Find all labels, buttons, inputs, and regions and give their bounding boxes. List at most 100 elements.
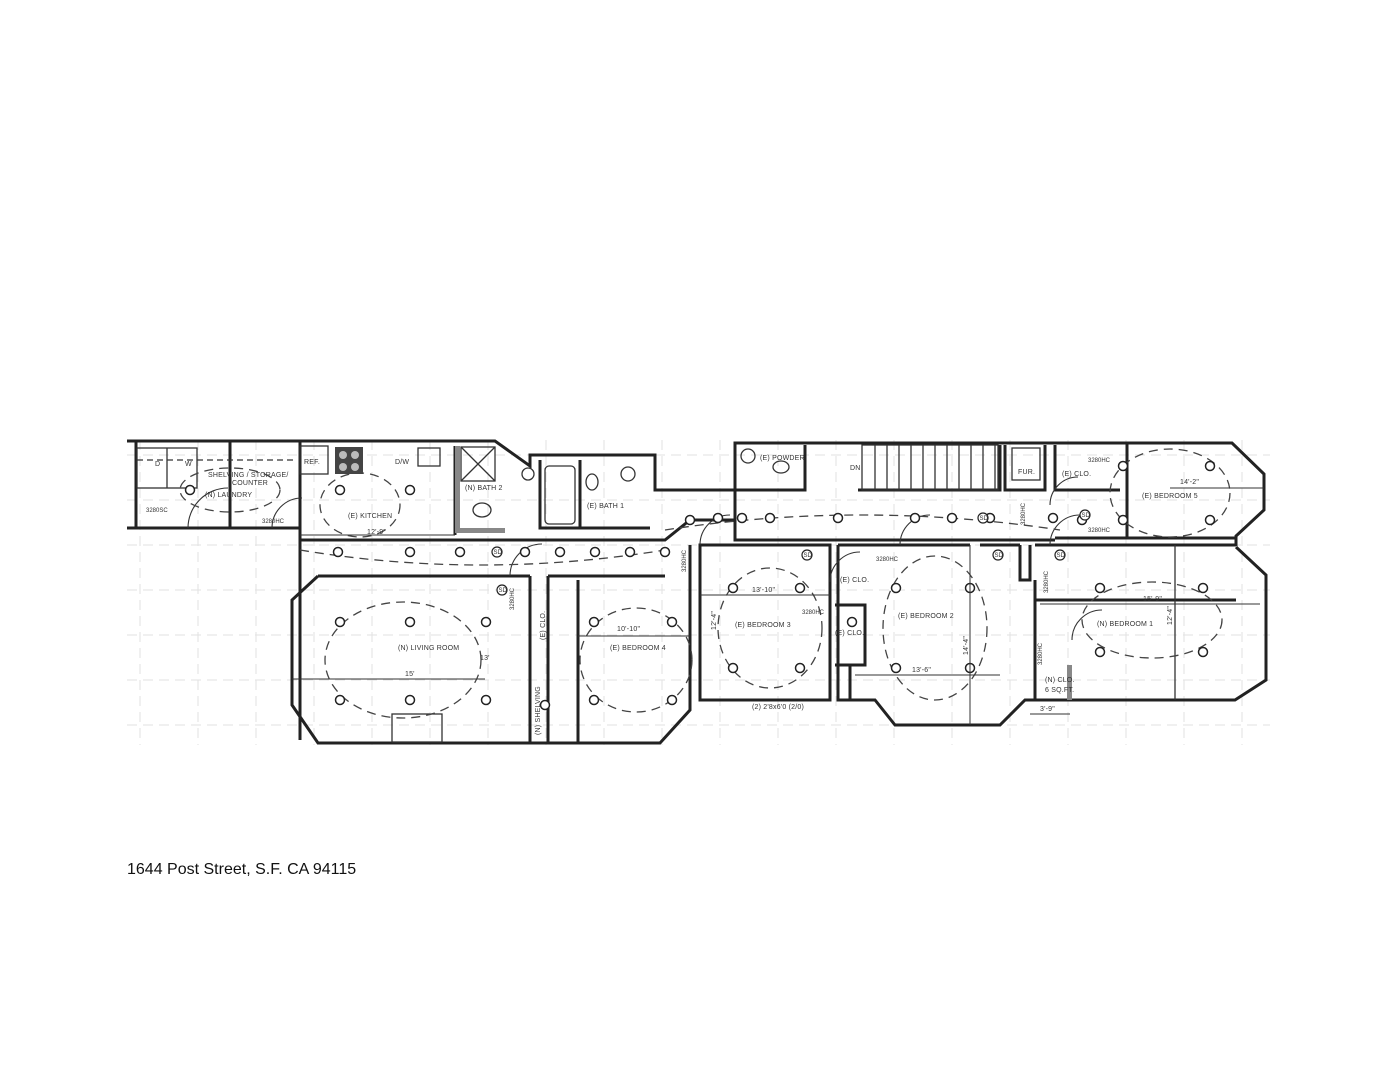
ceiling-light-icon bbox=[404, 616, 416, 628]
ceiling-light-icon bbox=[1204, 514, 1216, 526]
living-room-label: (N) LIVING ROOM bbox=[398, 645, 459, 652]
bedroom4-width: 10'-10" bbox=[617, 626, 640, 633]
stair-outline bbox=[861, 444, 999, 491]
ceiling-light-icon bbox=[1117, 514, 1129, 526]
smoke-detector-tag: SD bbox=[499, 588, 508, 594]
switch-arc bbox=[717, 567, 823, 689]
door-swing bbox=[899, 514, 931, 546]
bedroom3-width: 13'-10" bbox=[752, 587, 775, 594]
refrigerator bbox=[299, 445, 329, 475]
bed1-closet-width: 3'-9" bbox=[1040, 706, 1055, 713]
ceiling-light-icon bbox=[794, 662, 806, 674]
ceiling-light-icon bbox=[909, 512, 921, 524]
toilet bbox=[772, 460, 790, 474]
ceiling-light-icon bbox=[1094, 582, 1106, 594]
smoke-detector-icon bbox=[1054, 549, 1066, 561]
smoke-detector-icon bbox=[496, 584, 508, 596]
bed5-closet-label: (E) CLO. bbox=[1062, 471, 1091, 478]
bedroom1-width: 15'-9" bbox=[1143, 596, 1162, 603]
burner-icon bbox=[351, 463, 359, 471]
ceiling-light-icon bbox=[454, 546, 466, 558]
ceiling-light-icon bbox=[1047, 512, 1059, 524]
bath-sink bbox=[620, 466, 636, 482]
stairs-down-label: DN bbox=[850, 465, 861, 472]
fixtures bbox=[136, 445, 1072, 743]
door-tag: 3280SC bbox=[146, 508, 168, 514]
smoke-detector-icon bbox=[977, 512, 989, 524]
smoke-detector-icon bbox=[491, 546, 503, 558]
toilet bbox=[585, 473, 599, 491]
smoke-detector-tag: SD bbox=[980, 516, 989, 522]
walls bbox=[127, 439, 1268, 745]
ceiling-light-icon bbox=[588, 694, 600, 706]
switch-arc bbox=[579, 607, 693, 713]
fireplace bbox=[391, 713, 443, 743]
bedroom1-height: 12'-4" bbox=[1167, 606, 1174, 625]
burner-icon bbox=[339, 451, 347, 459]
ceiling-light-icon bbox=[480, 694, 492, 706]
door-tag: 3280HC bbox=[1088, 458, 1111, 464]
counter-label: COUNTER bbox=[232, 480, 268, 487]
bedroom3-height: 12'-4" bbox=[711, 611, 718, 630]
wall-hatch bbox=[455, 528, 505, 533]
powder-sink bbox=[740, 448, 756, 464]
ceiling-light-icon bbox=[589, 546, 601, 558]
washer-label: W bbox=[185, 461, 192, 468]
door-swing bbox=[1049, 514, 1081, 546]
door-swing bbox=[1049, 476, 1079, 506]
bed2-closet-label: (E) CLO. bbox=[835, 630, 864, 637]
bedroom5-dimension: 14'-2" bbox=[1180, 479, 1199, 486]
door-tag: 3280HC bbox=[1021, 502, 1027, 525]
smoke-detector-icon bbox=[801, 549, 813, 561]
dryer-label: D bbox=[155, 461, 160, 468]
dw-label: D/W bbox=[395, 459, 409, 466]
smoke-detector-icon bbox=[1079, 509, 1091, 521]
ceiling-light-icon bbox=[1197, 582, 1209, 594]
ceiling-light-icon bbox=[666, 616, 678, 628]
switch-arc bbox=[179, 467, 281, 513]
door-swing bbox=[509, 543, 543, 577]
ceiling-light-icon bbox=[519, 546, 531, 558]
kitchen-label: (E) KITCHEN bbox=[348, 513, 392, 520]
ceiling-light-icon bbox=[764, 512, 776, 524]
shelving-label: SHELVING / STORAGE/ bbox=[208, 472, 289, 479]
bedroom4-label: (E) BEDROOM 4 bbox=[610, 645, 666, 652]
switch-arc bbox=[664, 514, 1061, 531]
burner-icon bbox=[339, 463, 347, 471]
bed1-closet-area: 6 SQ.FT. bbox=[1045, 687, 1074, 694]
laundry-label: (N) LAUNDRY bbox=[205, 492, 252, 499]
shower bbox=[460, 446, 496, 482]
door-swing bbox=[699, 514, 731, 546]
ceiling-light-icon bbox=[334, 694, 346, 706]
switch-arc bbox=[882, 555, 988, 701]
smoke-detector-tag: SD bbox=[995, 553, 1004, 559]
ceiling-light-icon bbox=[554, 546, 566, 558]
bedroom3-label: (E) BEDROOM 3 bbox=[735, 622, 791, 629]
staircase bbox=[861, 444, 999, 491]
ceiling-light-icon bbox=[332, 546, 344, 558]
door-swing bbox=[829, 551, 861, 583]
bed1-closet-label: (N) CLO. bbox=[1045, 677, 1075, 684]
switch-arc bbox=[1109, 448, 1231, 538]
door-tag: 3280HC bbox=[682, 549, 688, 572]
ref-label: REF. bbox=[304, 459, 320, 466]
kitchen-dimension: 12'-9" bbox=[367, 529, 386, 536]
ceiling-light-icon bbox=[1117, 460, 1129, 472]
ceiling-light-icon bbox=[334, 484, 346, 496]
kitchen-sink bbox=[417, 447, 441, 467]
ceiling-light-icon bbox=[624, 546, 636, 558]
bed3-closet-label: (E) CLO. bbox=[840, 577, 869, 584]
toilet bbox=[472, 502, 492, 518]
ceiling-light-icon bbox=[404, 546, 416, 558]
door-swing bbox=[187, 487, 229, 529]
wall-hatch bbox=[1067, 665, 1072, 700]
ceiling-light-icon bbox=[794, 582, 806, 594]
bath-sink bbox=[521, 467, 535, 481]
ceiling-light-icon bbox=[727, 582, 739, 594]
ceiling-light-icon bbox=[1094, 646, 1106, 658]
shelving-n-label: (N) SHELVING bbox=[535, 686, 542, 735]
bedroom1-label: (N) BEDROOM 1 bbox=[1097, 621, 1153, 628]
ceiling-light-icon bbox=[684, 514, 696, 526]
bedroom2-label: (E) BEDROOM 2 bbox=[898, 613, 954, 620]
